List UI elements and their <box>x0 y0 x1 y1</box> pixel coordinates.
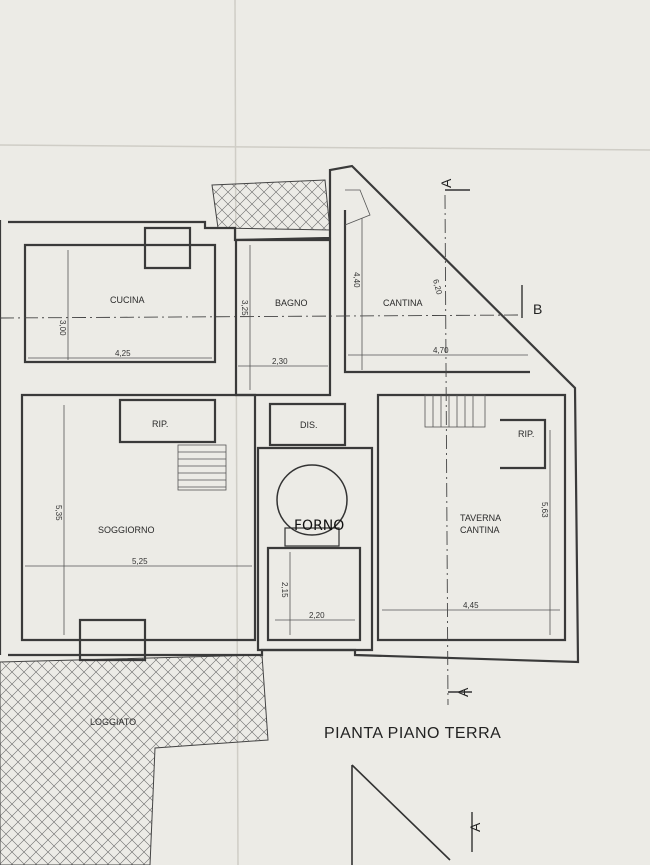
dimension-lines <box>25 218 560 635</box>
section-line-a <box>444 194 449 706</box>
room-label-bagno: BAGNO <box>275 298 308 308</box>
room-label-rip-left: RIP. <box>152 419 168 429</box>
section-letter-a-lower: A <box>467 822 483 832</box>
room-label-loggiato: LOGGIATO <box>90 717 136 727</box>
dim-forno-width: 2,20 <box>309 611 325 620</box>
loggiato-hatch <box>0 654 269 865</box>
stairs-right <box>424 394 486 428</box>
dim-taverna-width: 4,45 <box>463 601 479 610</box>
dim-soggiorno-height: 5,35 <box>54 505 63 521</box>
room-label-taverna: TAVERNA <box>460 513 501 523</box>
section-letter-a-bottom: A <box>455 687 471 697</box>
room-label-forno: FORNO <box>294 518 344 534</box>
plan-title: PIANTA PIANO TERRA <box>324 725 501 742</box>
inner-walls <box>20 210 567 662</box>
forno-oven-base <box>284 527 340 547</box>
dim-cantina-diagonal: 6,20 <box>431 278 444 296</box>
dim-cantina-height: 4,40 <box>352 272 361 288</box>
lower-drawing-fragment <box>351 764 451 865</box>
section-letter-a-top: A <box>438 178 454 188</box>
top-terrace-hatch <box>211 179 331 231</box>
room-label-soggiorno: SOGGIORNO <box>98 525 155 535</box>
dim-forno-height: 2,15 <box>280 582 289 598</box>
dim-soggiorno-width: 5,25 <box>132 557 148 566</box>
section-line-b <box>0 314 521 319</box>
room-label-cucina: CUCINA <box>110 295 145 305</box>
dim-cucina-height: 3,00 <box>58 320 67 336</box>
dim-taverna-height: 5,63 <box>540 502 549 518</box>
paper-fold-horizontal <box>0 144 650 151</box>
section-letter-b: B <box>533 301 542 317</box>
room-label-taverna-cantina: CANTINA <box>460 525 500 535</box>
dim-bagno-width: 2,30 <box>272 357 288 366</box>
stairs-cantina <box>344 189 371 226</box>
dim-cucina-width: 4,25 <box>115 349 131 358</box>
room-label-cantina: CANTINA <box>383 298 423 308</box>
room-label-dis: DIS. <box>300 420 318 430</box>
stairs-left <box>177 444 227 491</box>
forno-oven-circle <box>276 464 348 536</box>
dim-cantina-width: 4,70 <box>433 346 449 355</box>
room-label-rip-right: RIP. <box>518 429 534 439</box>
dim-bagno-height: 3,25 <box>240 300 249 316</box>
